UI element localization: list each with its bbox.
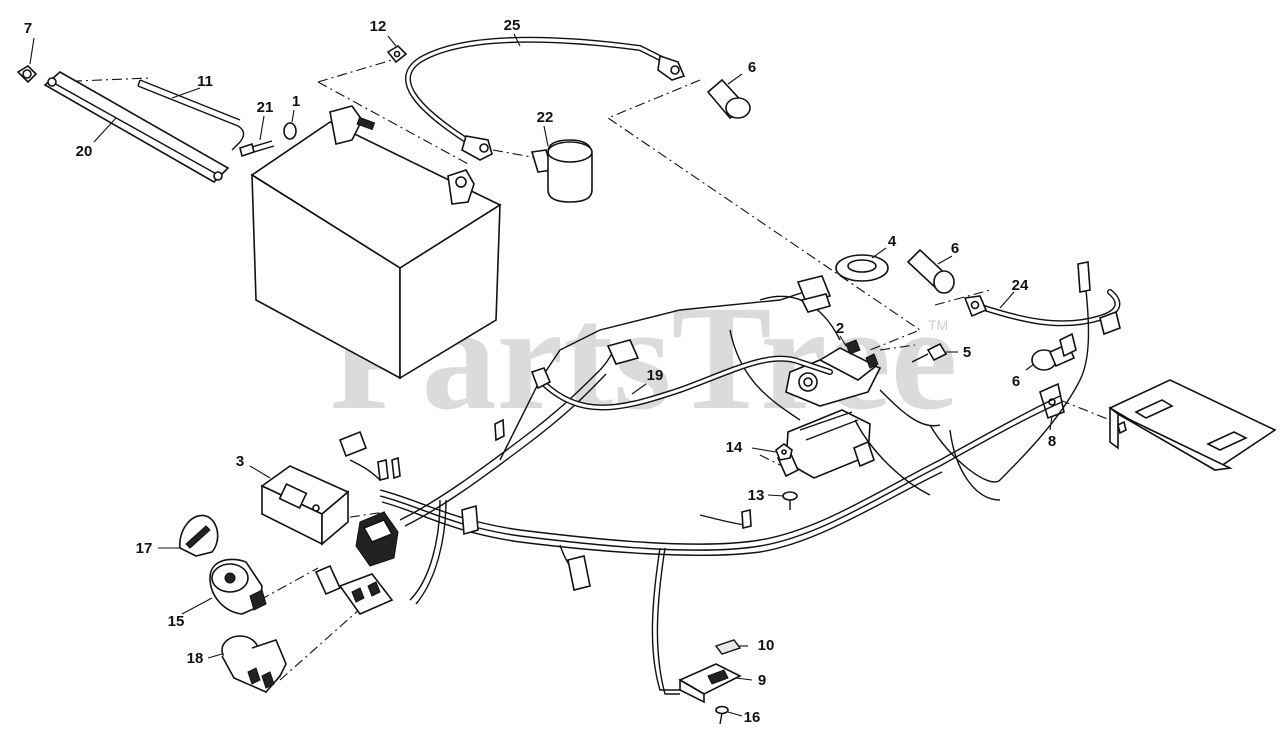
callout-4: 4 bbox=[888, 233, 897, 250]
terminal-bolt bbox=[239, 140, 275, 158]
leader-lines bbox=[29, 33, 1053, 717]
callout-10: 10 bbox=[758, 637, 775, 654]
connector-e bbox=[567, 555, 591, 591]
callout-2: 2 bbox=[836, 320, 844, 337]
battery bbox=[250, 105, 502, 380]
ignition-switch bbox=[209, 558, 267, 615]
callout-25: 25 bbox=[504, 17, 521, 34]
washer bbox=[283, 122, 297, 140]
connector-a bbox=[606, 339, 640, 365]
callout-18: 18 bbox=[187, 650, 204, 667]
pto-switch bbox=[221, 635, 287, 693]
terminal-boot-large bbox=[530, 139, 593, 203]
callout-8: 8 bbox=[1048, 433, 1056, 450]
watermark-trademark: TM bbox=[928, 317, 948, 333]
callout-22: 22 bbox=[537, 109, 554, 126]
battery-cable-long bbox=[405, 36, 686, 161]
ignition-key bbox=[179, 514, 219, 557]
callout-3: 3 bbox=[236, 453, 244, 470]
callout-6-mid: 6 bbox=[951, 240, 959, 257]
callout-9: 9 bbox=[758, 672, 766, 689]
connector-d bbox=[338, 430, 368, 458]
mounting-bracket bbox=[1108, 379, 1277, 471]
wing-nut bbox=[16, 64, 38, 84]
hex-nut bbox=[775, 443, 793, 461]
solenoid-bolt bbox=[911, 342, 948, 363]
callout-5: 5 bbox=[963, 344, 971, 361]
callout-labels: 7 12 25 11 21 1 6 22 20 4 6 24 2 5 19 6 … bbox=[24, 17, 1056, 726]
grommet bbox=[835, 254, 889, 282]
callout-14: 14 bbox=[726, 439, 743, 456]
terminal-boot-right bbox=[1031, 342, 1076, 371]
j-bolt bbox=[137, 79, 245, 151]
connector-c bbox=[1077, 261, 1091, 293]
connector-g bbox=[338, 573, 394, 615]
callout-6-right: 6 bbox=[1012, 373, 1020, 390]
callout-21: 21 bbox=[257, 99, 274, 116]
hold-down-bar bbox=[43, 71, 230, 183]
switch-pad bbox=[714, 639, 742, 655]
callout-17: 17 bbox=[136, 540, 153, 557]
callout-24: 24 bbox=[1012, 277, 1029, 294]
callout-13: 13 bbox=[748, 487, 765, 504]
seat-switch bbox=[678, 663, 742, 704]
terminal-boot-mid bbox=[906, 248, 955, 294]
callout-1: 1 bbox=[292, 93, 300, 110]
callout-16: 16 bbox=[744, 709, 761, 726]
callout-19: 19 bbox=[647, 367, 664, 384]
terminal-boot-top bbox=[706, 78, 751, 120]
callout-11: 11 bbox=[197, 73, 213, 90]
battery-cable-short bbox=[963, 289, 1121, 327]
callout-15: 15 bbox=[168, 613, 185, 630]
callout-12: 12 bbox=[370, 18, 387, 35]
main-cable bbox=[530, 355, 833, 411]
square-nut bbox=[386, 44, 408, 64]
callout-7: 7 bbox=[24, 20, 32, 37]
callout-20: 20 bbox=[76, 143, 93, 160]
fuse-block-screw bbox=[782, 491, 798, 510]
callout-6-top: 6 bbox=[748, 59, 756, 76]
positive-terminal bbox=[329, 105, 363, 145]
harness-connectors bbox=[314, 261, 1121, 615]
seat-switch-screw bbox=[715, 705, 729, 725]
hour-meter bbox=[260, 465, 350, 546]
